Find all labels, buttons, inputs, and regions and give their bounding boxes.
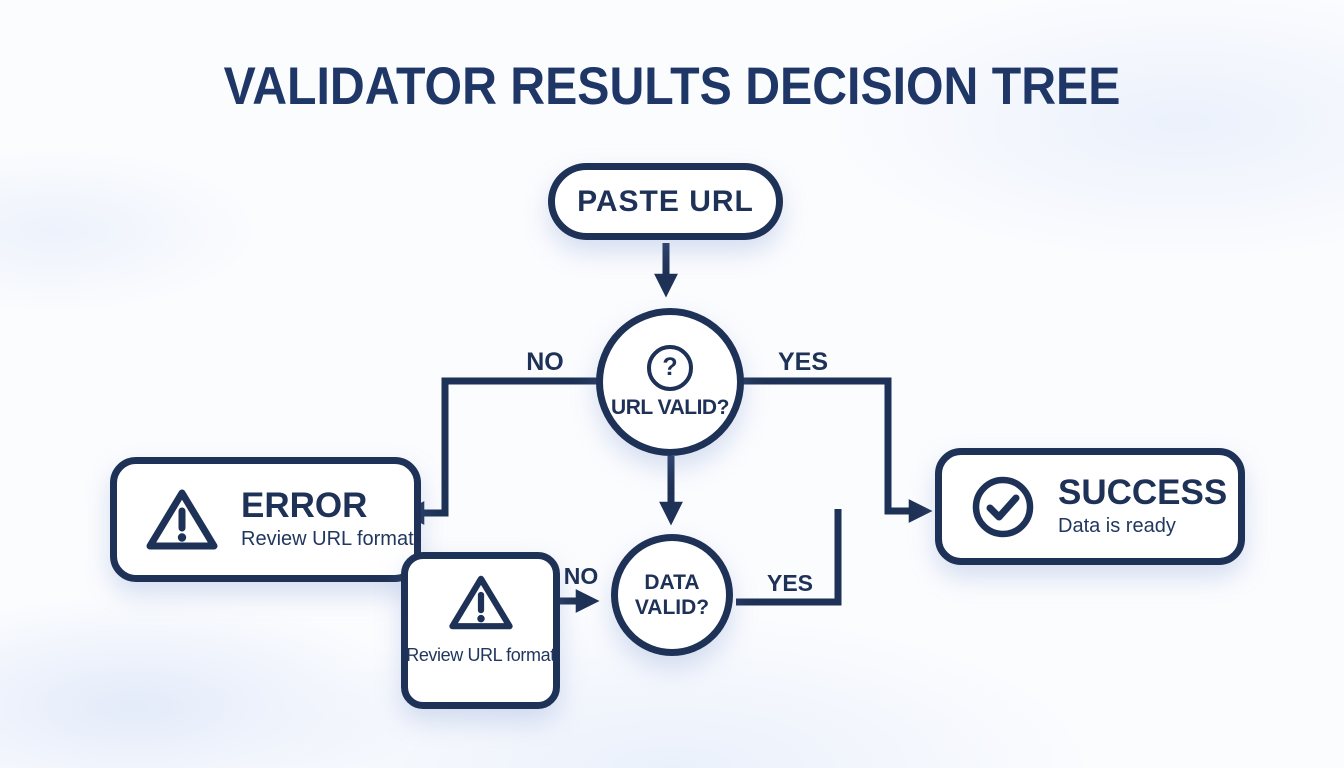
check-circle-icon bbox=[972, 476, 1034, 537]
page-title: VALIDATOR RESULTS DECISION TREE bbox=[223, 57, 1121, 116]
error-text: ERROR Review URL format bbox=[241, 486, 414, 551]
review-label: Review URL format bbox=[406, 645, 555, 665]
error-subtitle: Review URL format bbox=[241, 527, 414, 550]
data-valid-label: DATA VALID? bbox=[635, 570, 709, 620]
success-text: SUCCESS Data is ready bbox=[1058, 473, 1228, 538]
success-title: SUCCESS bbox=[1058, 473, 1228, 513]
edge-url-valid-yes bbox=[743, 377, 933, 523]
edge-data-valid-yes bbox=[736, 509, 842, 606]
node-url-valid: ? URL VALID? bbox=[596, 308, 744, 456]
edge-label-url-valid-yes: YES bbox=[777, 348, 829, 376]
data-valid-line2: VALID? bbox=[634, 596, 710, 619]
warning-triangle-icon bbox=[448, 575, 513, 630]
error-title: ERROR bbox=[241, 486, 368, 526]
question-mark: ? bbox=[662, 353, 678, 381]
success-subtitle: Data is ready bbox=[1058, 514, 1176, 537]
paste-url-label: PASTE URL bbox=[577, 184, 754, 218]
question-circle-icon: ? bbox=[647, 344, 693, 391]
node-error: ERROR Review URL format bbox=[110, 457, 421, 582]
warning-triangle-icon bbox=[146, 489, 218, 549]
url-valid-label: URL VALID? bbox=[611, 395, 729, 419]
node-review-url-format: Review URL format bbox=[401, 552, 560, 709]
node-success: SUCCESS Data is ready bbox=[935, 448, 1245, 565]
edge-label-data-valid-yes: YES bbox=[766, 570, 814, 596]
edge-label-data-valid-no: NO bbox=[563, 563, 599, 589]
edge-label-url-valid-no: NO bbox=[526, 348, 564, 376]
data-valid-line1: DATA bbox=[644, 570, 700, 594]
edge-url-valid-no bbox=[400, 377, 598, 525]
node-paste-url: PASTE URL bbox=[548, 163, 783, 240]
node-data-valid: DATA VALID? bbox=[611, 534, 733, 656]
